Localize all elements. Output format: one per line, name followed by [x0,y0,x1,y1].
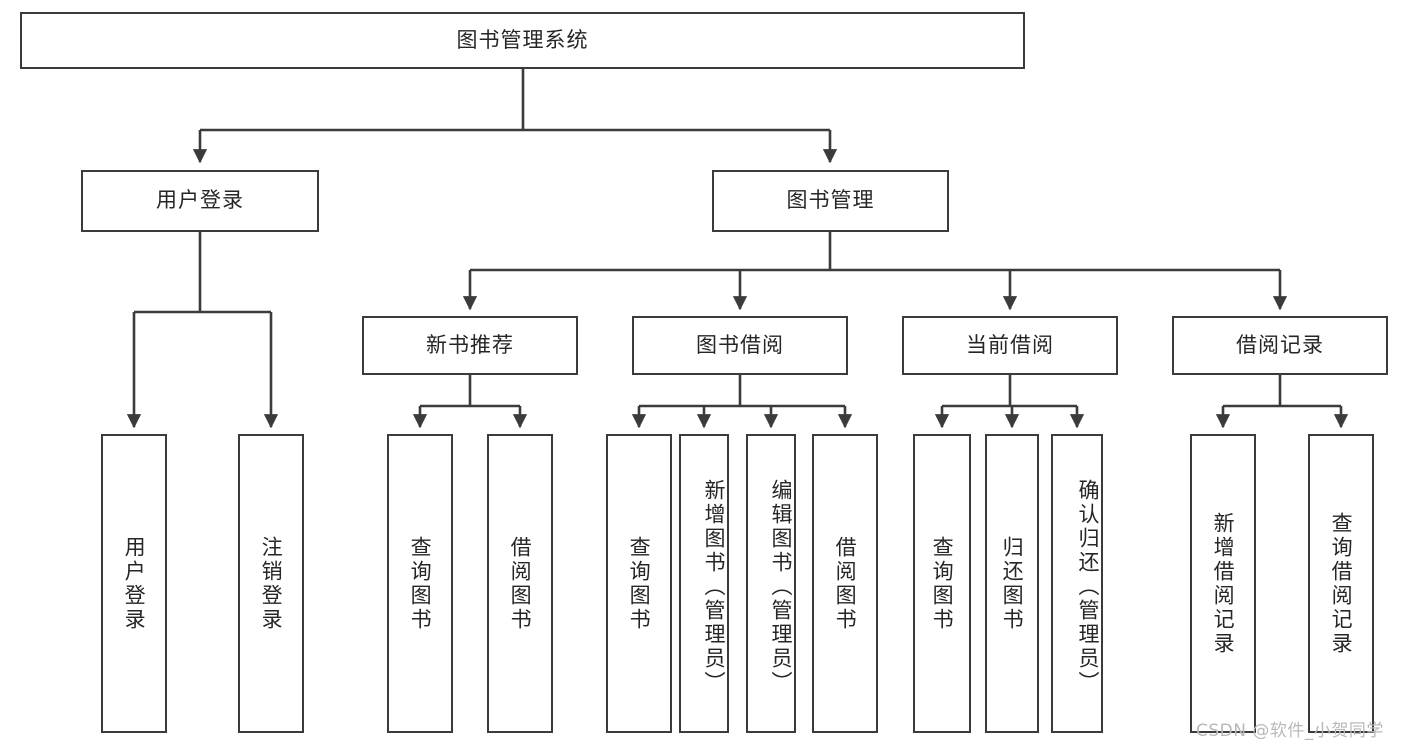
leaf-confirm-return-admin[interactable]: 确认归还（管理员） [1051,434,1103,733]
leaf-add-book-admin[interactable]: 新增图书（管理员） [679,434,729,733]
node-user-login[interactable]: 用户登录 [81,170,319,232]
node-root[interactable]: 图书管理系统 [20,12,1025,69]
leaf-user-login[interactable]: 用户登录 [101,434,167,733]
leaf-return-book[interactable]: 归还图书 [985,434,1039,733]
leaf-query-borrow-record[interactable]: 查询借阅记录 [1308,434,1374,733]
node-current-borrow[interactable]: 当前借阅 [902,316,1118,375]
leaf-logout[interactable]: 注销登录 [238,434,304,733]
node-book-borrow[interactable]: 图书借阅 [632,316,848,375]
leaf-borrow-book-2[interactable]: 借阅图书 [812,434,878,733]
leaf-edit-book-admin[interactable]: 编辑图书（管理员） [746,434,796,733]
leaf-query-book-3[interactable]: 查询图书 [913,434,971,733]
node-borrow-record[interactable]: 借阅记录 [1172,316,1388,375]
node-new-book-rec[interactable]: 新书推荐 [362,316,578,375]
leaf-borrow-book-1[interactable]: 借阅图书 [487,434,553,733]
leaf-query-book-2[interactable]: 查询图书 [606,434,672,733]
leaf-add-borrow-record[interactable]: 新增借阅记录 [1190,434,1256,733]
node-book-manage[interactable]: 图书管理 [712,170,949,232]
leaf-query-book-1[interactable]: 查询图书 [387,434,453,733]
